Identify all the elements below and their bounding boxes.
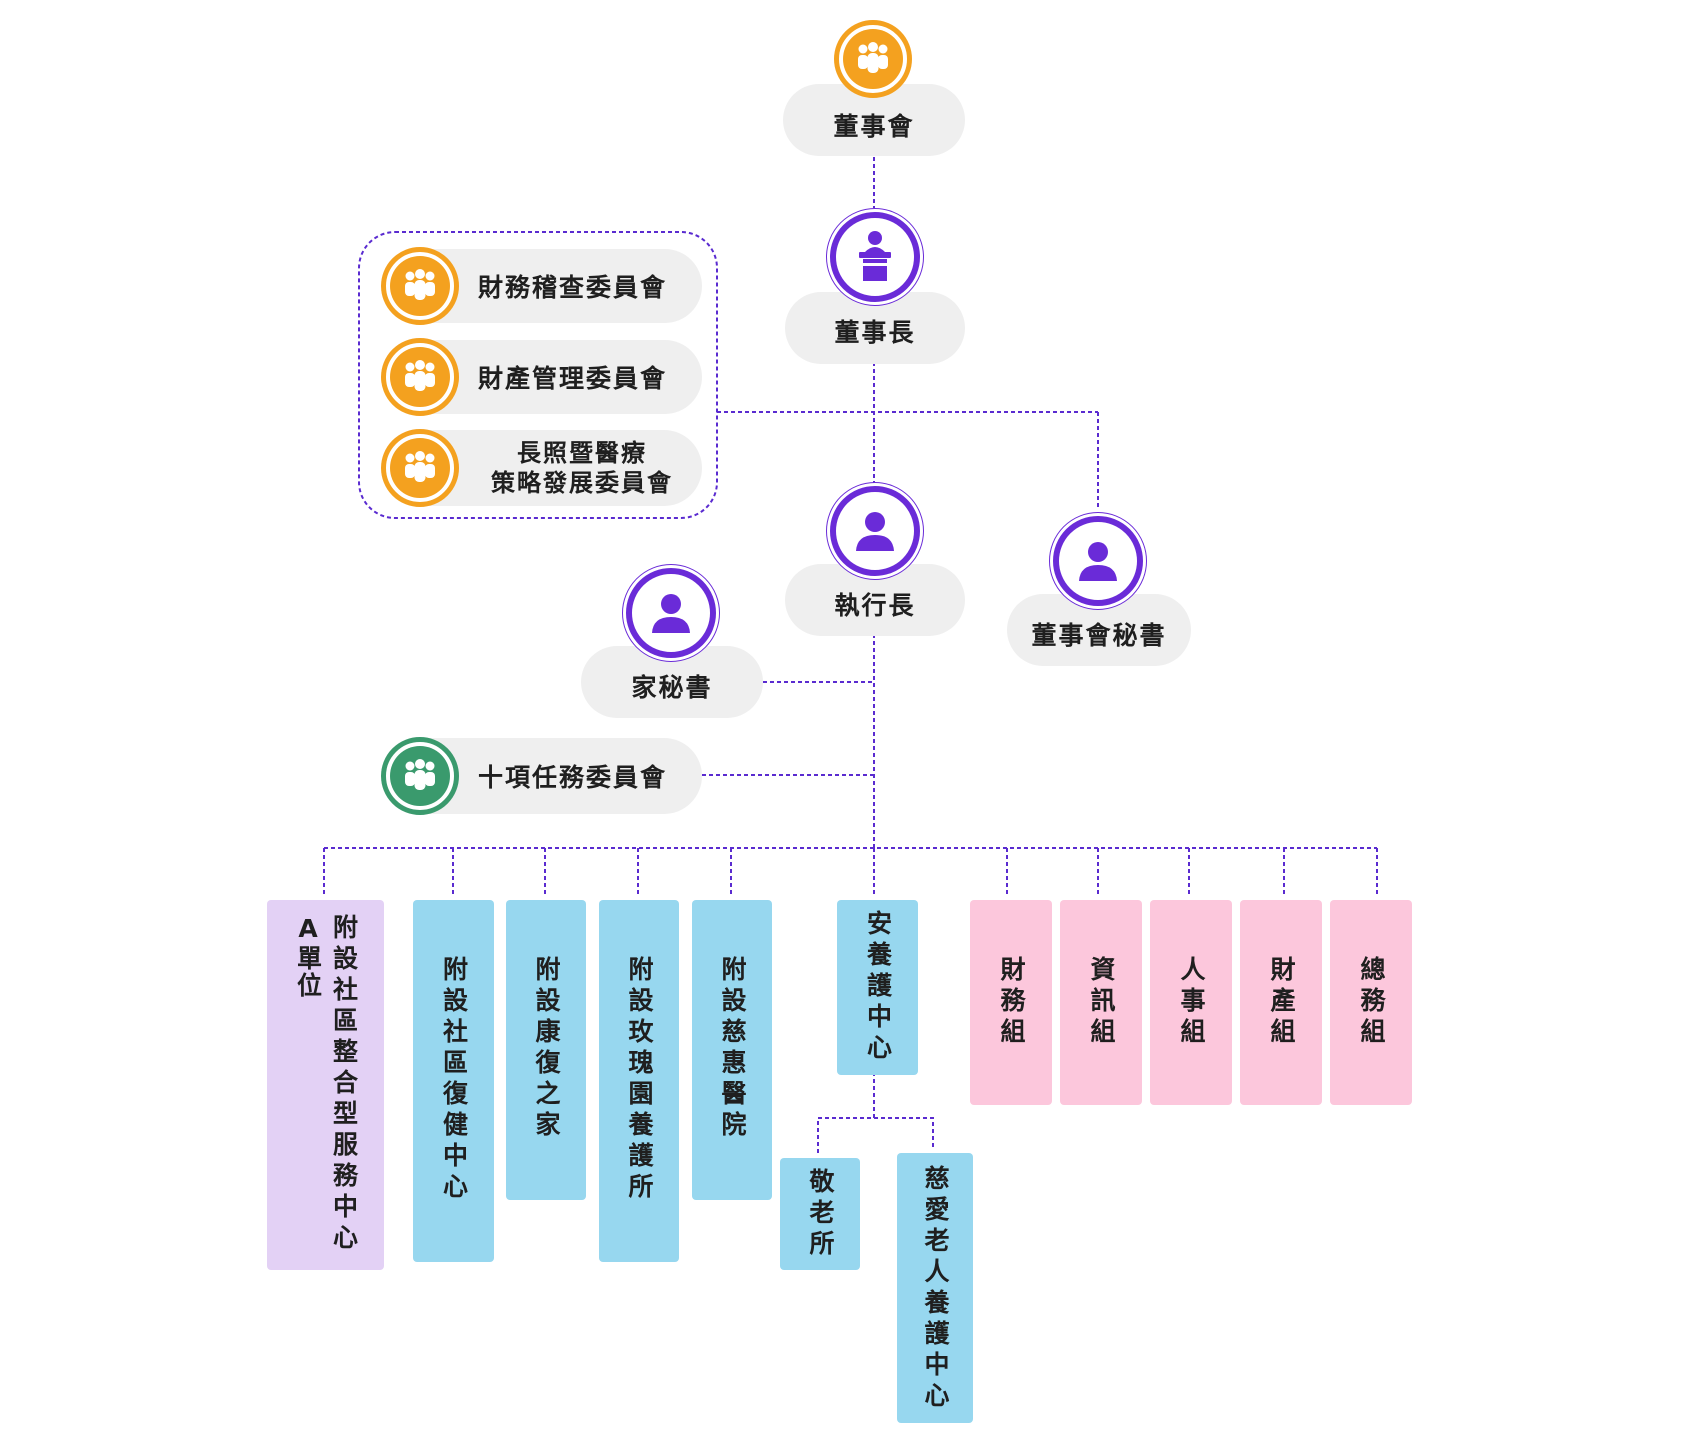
committee-label-two-line: 長照暨醫療 策略發展委員會 bbox=[491, 438, 673, 498]
people-group-icon bbox=[390, 256, 450, 316]
unit-label: 慈愛老人養護中心 bbox=[921, 1165, 950, 1413]
line-anyang-sub bbox=[817, 1072, 934, 1155]
unit-label: 附設康復之家 bbox=[532, 956, 561, 1142]
unit-a-left-label: A單位 bbox=[293, 914, 323, 999]
unit-label: 財務組 bbox=[997, 956, 1026, 1049]
unit-finance-section[interactable]: 財務組 bbox=[970, 900, 1052, 1105]
person-icon bbox=[1079, 542, 1117, 581]
unit-label: 安養護中心 bbox=[863, 910, 893, 1065]
unit-label: 附設玫瑰園養護所 bbox=[625, 956, 654, 1204]
committee-label-line2: 策略發展委員會 bbox=[491, 469, 673, 497]
task-committee-badge bbox=[381, 737, 459, 815]
person-icon bbox=[856, 512, 894, 551]
committee-label: 財務稽查委員會 bbox=[478, 273, 668, 302]
people-group-icon bbox=[390, 438, 450, 498]
chairman-label: 董事長 bbox=[834, 318, 916, 347]
ceo-label: 執行長 bbox=[834, 591, 916, 620]
unit-nursing-center[interactable]: 安養護中心 bbox=[837, 900, 918, 1075]
unit-tzu-hui-hospital[interactable]: 附設慈惠醫院 bbox=[692, 900, 772, 1200]
unit-label: 附設慈惠醫院 bbox=[718, 956, 747, 1142]
podium-speaker-icon bbox=[859, 231, 891, 281]
unit-a-integrated-service-center[interactable]: A單位 附設社區整合型服務中心 bbox=[267, 900, 384, 1270]
committee-badge bbox=[381, 429, 459, 507]
board-secretary-badge bbox=[1049, 512, 1147, 610]
person-icon bbox=[652, 594, 690, 633]
committee-badge bbox=[381, 338, 459, 416]
board-label: 董事會 bbox=[833, 112, 915, 141]
people-group-icon bbox=[390, 746, 450, 806]
unit-rose-garden-care[interactable]: 附設玫瑰園養護所 bbox=[599, 900, 679, 1262]
board-secretary-label: 董事會秘書 bbox=[1031, 621, 1167, 650]
unit-general-affairs-section[interactable]: 總務組 bbox=[1330, 900, 1412, 1105]
unit-compassion-elderly-care[interactable]: 慈愛老人養護中心 bbox=[897, 1153, 973, 1423]
committee-group-frame bbox=[358, 231, 718, 519]
committee-label-line1: 長照暨醫療 bbox=[517, 439, 647, 467]
task-committee-label: 十項任務委員會 bbox=[478, 763, 668, 792]
chairman-badge bbox=[826, 208, 924, 306]
unit-property-section[interactable]: 財產組 bbox=[1240, 900, 1322, 1105]
unit-label: 總務組 bbox=[1357, 956, 1386, 1049]
unit-label: 財產組 bbox=[1267, 956, 1296, 1049]
ceo-badge bbox=[826, 482, 924, 580]
unit-label: 附設社區復健中心 bbox=[439, 956, 469, 1204]
unit-community-rehab-center[interactable]: 附設社區復健中心 bbox=[413, 900, 494, 1262]
home-secretary-label: 家秘書 bbox=[631, 673, 713, 702]
unit-halfway-house[interactable]: 附設康復之家 bbox=[506, 900, 586, 1200]
committee-label: 財產管理委員會 bbox=[478, 364, 668, 393]
committee-badge bbox=[381, 247, 459, 325]
people-group-icon bbox=[390, 347, 450, 407]
board-badge bbox=[834, 20, 912, 98]
unit-label: 人事組 bbox=[1177, 956, 1206, 1049]
unit-a-right-label: 附設社區整合型服務中心 bbox=[329, 914, 359, 1255]
unit-elderly-home[interactable]: 敬老所 bbox=[780, 1158, 860, 1270]
people-group-icon bbox=[843, 29, 903, 89]
home-secretary-badge bbox=[622, 564, 720, 662]
unit-hr-section[interactable]: 人事組 bbox=[1150, 900, 1232, 1105]
unit-it-section[interactable]: 資訊組 bbox=[1060, 900, 1142, 1105]
unit-label: 敬老所 bbox=[806, 1168, 835, 1261]
unit-label: 資訊組 bbox=[1087, 956, 1116, 1049]
